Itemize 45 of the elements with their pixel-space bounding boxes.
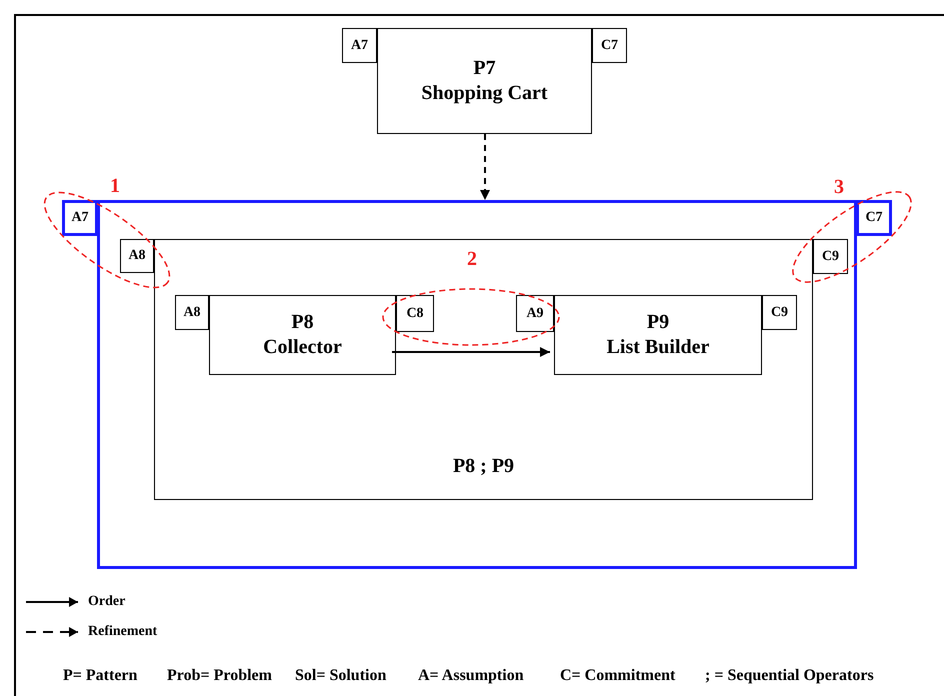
group-box (97, 200, 857, 569)
callout-number: 2 (467, 247, 477, 272)
callout-number: 3 (834, 175, 844, 200)
legend-label: Refinement (88, 623, 158, 641)
tag-label: C8 (406, 304, 424, 322)
pattern-id: P7 (473, 56, 496, 81)
abbreviation-note: Prob= Problem (167, 666, 272, 686)
pattern-name: Shopping Cart (421, 81, 548, 106)
tag-label: A7 (71, 209, 89, 227)
pattern-id: P9 (646, 310, 670, 335)
tag-box (120, 239, 154, 273)
abbreviation-note: Sol= Solution (295, 666, 386, 686)
abbreviation-note: P= Pattern (63, 666, 138, 686)
pattern-name: Collector (263, 335, 342, 360)
tag-box (396, 295, 434, 332)
arrow (480, 134, 490, 200)
tag-box (175, 295, 209, 330)
arrow (392, 347, 550, 357)
pattern-box (209, 295, 396, 375)
tag-label: C9 (822, 248, 840, 266)
pattern-box (554, 295, 762, 375)
tag-label: C9 (770, 304, 788, 322)
tag-label: A9 (526, 304, 544, 322)
tag-label: A7 (350, 36, 368, 54)
tag-box (516, 295, 554, 332)
pattern-id: P8 ; P9 (452, 454, 514, 479)
abbreviation-note: C= Commitment (560, 666, 676, 686)
tag-box (342, 28, 377, 63)
tag-label: C7 (865, 209, 883, 227)
tag-box (62, 200, 98, 236)
pattern-id: P8 (291, 310, 314, 335)
legend-label: Order (88, 593, 126, 611)
pattern-name: List Builder (606, 335, 710, 360)
abbreviation-note: A= Assumption (418, 666, 524, 686)
tag-box (762, 295, 797, 330)
tag-box (856, 200, 892, 236)
tag-label: C7 (600, 36, 618, 54)
tag-box (592, 28, 627, 63)
tag-label: A8 (128, 247, 146, 265)
pattern-box (377, 28, 592, 134)
callout-number: 1 (110, 174, 120, 199)
tag-label: A8 (183, 304, 201, 322)
abbreviation-note: ; = Sequential Operators (705, 666, 874, 686)
group-box (154, 239, 813, 500)
tag-box (813, 239, 848, 274)
